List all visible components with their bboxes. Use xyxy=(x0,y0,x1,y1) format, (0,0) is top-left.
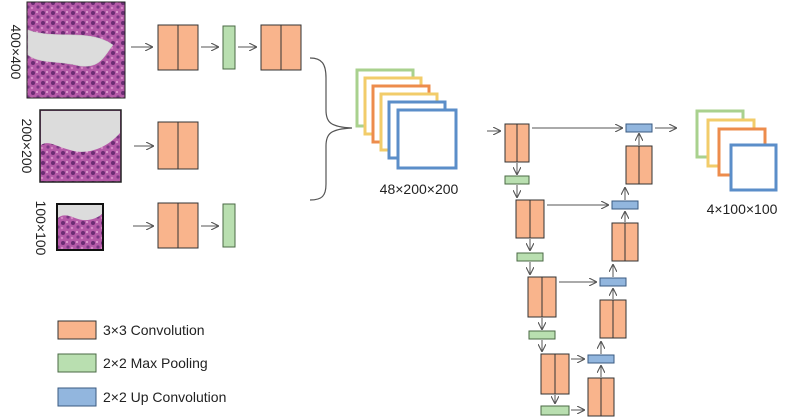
legend-swatch-conv xyxy=(57,320,97,340)
legend: 3×3 Convolution 2×2 Max Pooling 2×2 Up C… xyxy=(57,320,226,407)
pool-block xyxy=(528,330,556,340)
upconv-block xyxy=(625,123,653,133)
conv-block xyxy=(611,222,639,262)
conv-block xyxy=(260,24,302,71)
upconv-block xyxy=(599,277,627,287)
conv-block xyxy=(599,299,627,339)
legend-swatch-pool xyxy=(57,353,97,373)
conv-block xyxy=(540,353,570,395)
conv-block xyxy=(504,123,530,163)
pool-block xyxy=(516,252,544,262)
conv-block xyxy=(527,276,557,318)
pool-block xyxy=(540,405,570,416)
legend-swatch-upconv xyxy=(57,387,97,407)
conv-block xyxy=(625,145,653,185)
upconv-block xyxy=(587,354,615,364)
conv-block xyxy=(587,377,615,417)
conv-block xyxy=(157,202,199,249)
upconv-block xyxy=(611,200,639,210)
pool-block xyxy=(222,25,236,70)
legend-label-conv: 3×3 Convolution xyxy=(103,322,205,338)
input-patch-200 xyxy=(39,109,122,183)
input-patch-100 xyxy=(56,203,104,251)
input-label-400: 400×400 xyxy=(8,25,24,80)
pool-block xyxy=(222,203,236,248)
conv-block xyxy=(157,24,199,71)
merge-brace xyxy=(309,57,353,201)
pool-block xyxy=(504,175,530,185)
conv-block xyxy=(157,121,199,170)
conv-block xyxy=(515,199,545,239)
legend-label-pool: 2×2 Max Pooling xyxy=(103,355,208,371)
input-patch-400 xyxy=(26,1,126,99)
input-label-200: 200×200 xyxy=(19,119,35,174)
feature-stack-label: 48×200×200 xyxy=(380,181,459,197)
output-stack xyxy=(695,109,778,192)
input-label-100: 100×100 xyxy=(33,201,49,256)
output-stack-label: 4×100×100 xyxy=(707,201,778,217)
feature-stack xyxy=(355,68,458,170)
legend-label-upconv: 2×2 Up Convolution xyxy=(103,389,226,405)
